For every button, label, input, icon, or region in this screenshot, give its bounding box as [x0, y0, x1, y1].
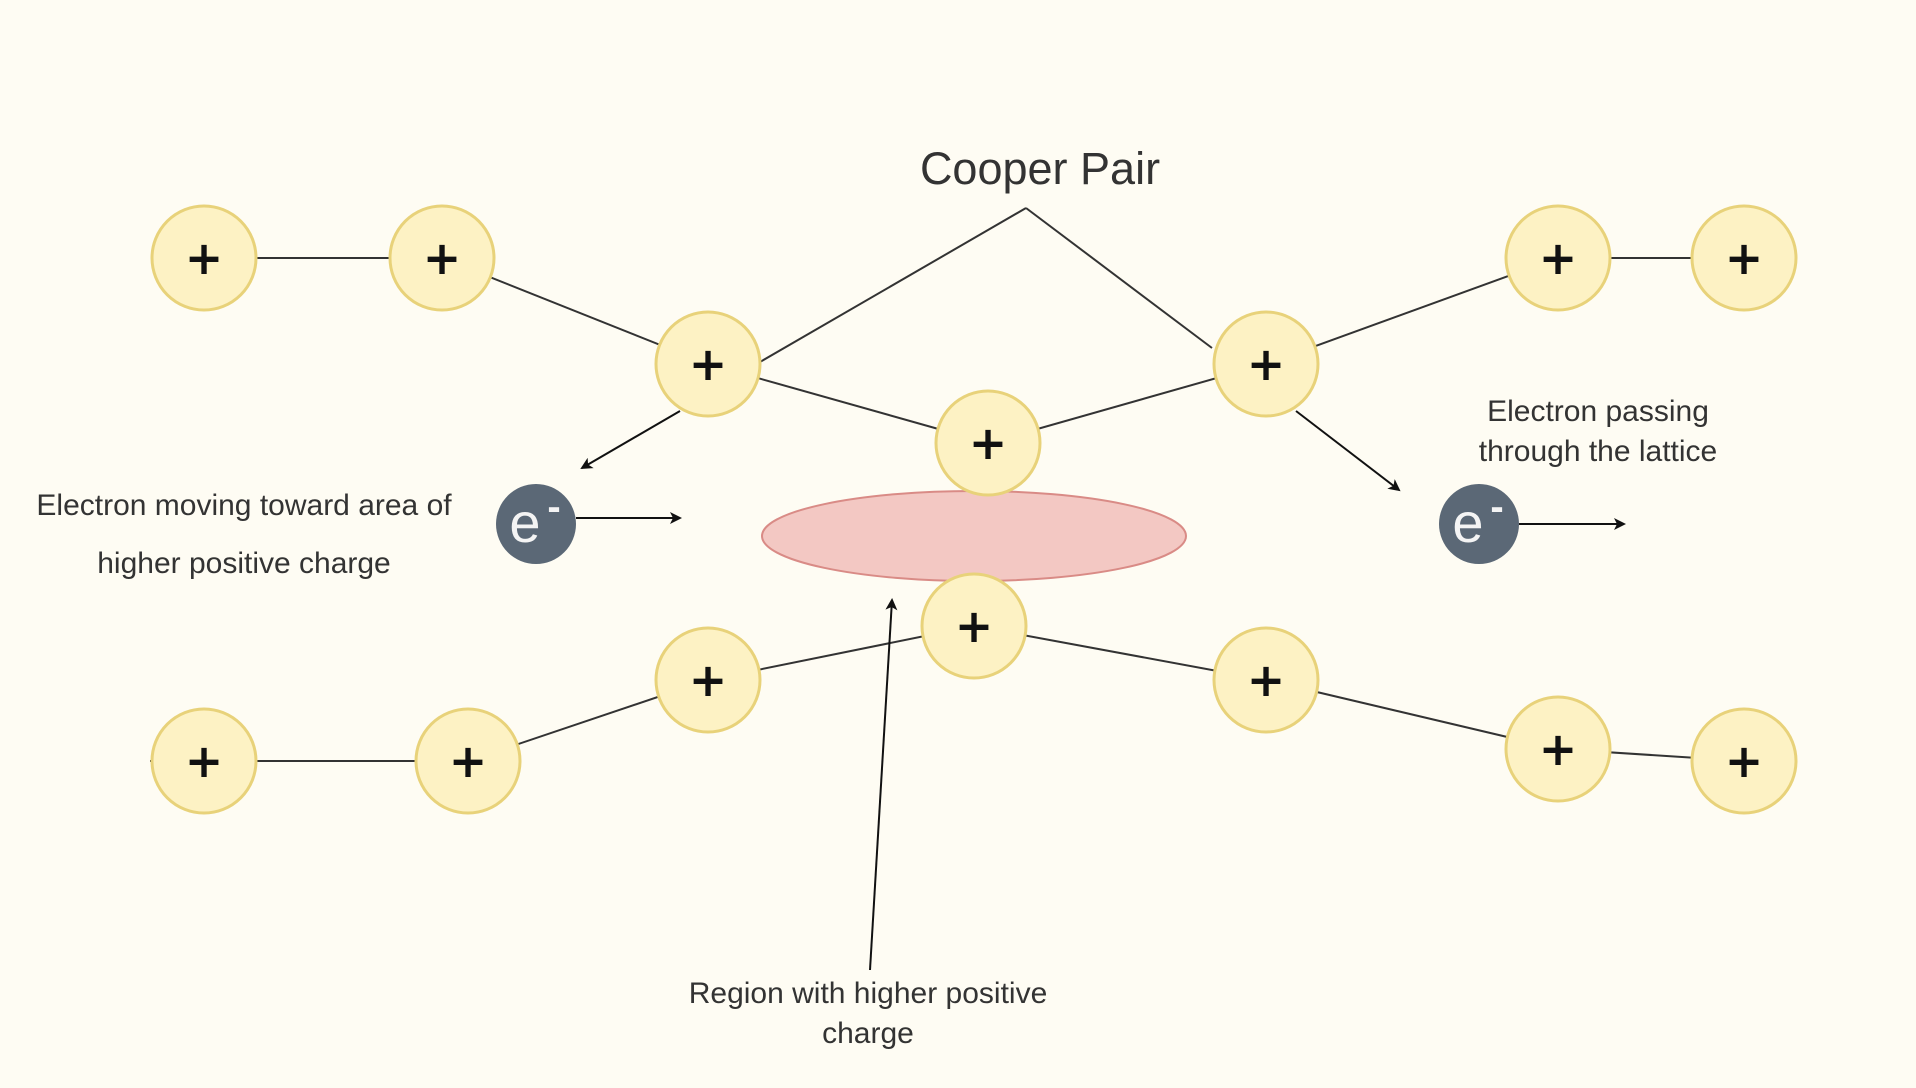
- positive-ion: +: [934, 389, 1042, 497]
- electron-left: e -: [496, 484, 576, 564]
- plus-sign: +: [1725, 734, 1764, 788]
- positive-ion: +: [1212, 310, 1320, 418]
- positive-charge-region: [761, 490, 1187, 582]
- cooper-pair-pointer: [1025, 207, 1213, 349]
- plus-sign: +: [1247, 337, 1286, 391]
- plus-sign: +: [1539, 231, 1578, 285]
- electron-symbol: e: [509, 491, 540, 554]
- electron-symbol: e: [1452, 491, 1483, 554]
- cooper-pair-label: Cooper Pair: [920, 143, 1160, 194]
- electron-moving-label-line1: Electron moving toward area of: [36, 489, 452, 522]
- positive-ion: +: [150, 204, 258, 312]
- electron-right: e -: [1439, 484, 1519, 564]
- cooper-pair-pointer: [759, 207, 1027, 363]
- electron-charge: -: [1490, 485, 1503, 529]
- positive-ion: +: [920, 572, 1028, 680]
- positive-ion: +: [654, 626, 762, 734]
- plus-sign: +: [185, 231, 224, 285]
- plus-sign: +: [1247, 653, 1286, 707]
- plus-sign: +: [1725, 231, 1764, 285]
- positive-ion: +: [414, 707, 522, 815]
- positive-ion: +: [1690, 707, 1798, 815]
- plus-sign: +: [689, 653, 728, 707]
- plus-sign: +: [185, 734, 224, 788]
- electron-passing-label-line2: through the lattice: [1479, 435, 1718, 468]
- arrows: [576, 410, 1626, 971]
- positive-ion: +: [1504, 204, 1612, 312]
- lattice-ions: + + + + + + + +: [150, 204, 1798, 815]
- positive-ion: +: [150, 707, 258, 815]
- region-label-line2: charge: [822, 1017, 914, 1050]
- arrow-region-pointer: [869, 598, 898, 971]
- plus-sign: +: [689, 337, 728, 391]
- positive-ion: +: [1212, 626, 1320, 734]
- arrow-attraction-left: [580, 410, 681, 470]
- positive-ion: +: [654, 310, 762, 418]
- electron-charge: -: [547, 485, 560, 529]
- plus-sign: +: [969, 416, 1008, 470]
- plus-sign: +: [1539, 722, 1578, 776]
- positive-ion: +: [1504, 695, 1612, 803]
- electron-moving-label-line2: higher positive charge: [97, 547, 391, 580]
- arrow-attraction-right: [1295, 410, 1401, 492]
- cooper-pair-pointers: [759, 207, 1213, 363]
- region-label-line1: Region with higher positive: [689, 977, 1048, 1010]
- plus-sign: +: [423, 231, 462, 285]
- plus-sign: +: [449, 734, 488, 788]
- plus-sign: +: [955, 599, 994, 653]
- positive-ion: +: [1690, 204, 1798, 312]
- electron-passing-label-line1: Electron passing: [1487, 395, 1709, 428]
- positive-ion: +: [388, 204, 496, 312]
